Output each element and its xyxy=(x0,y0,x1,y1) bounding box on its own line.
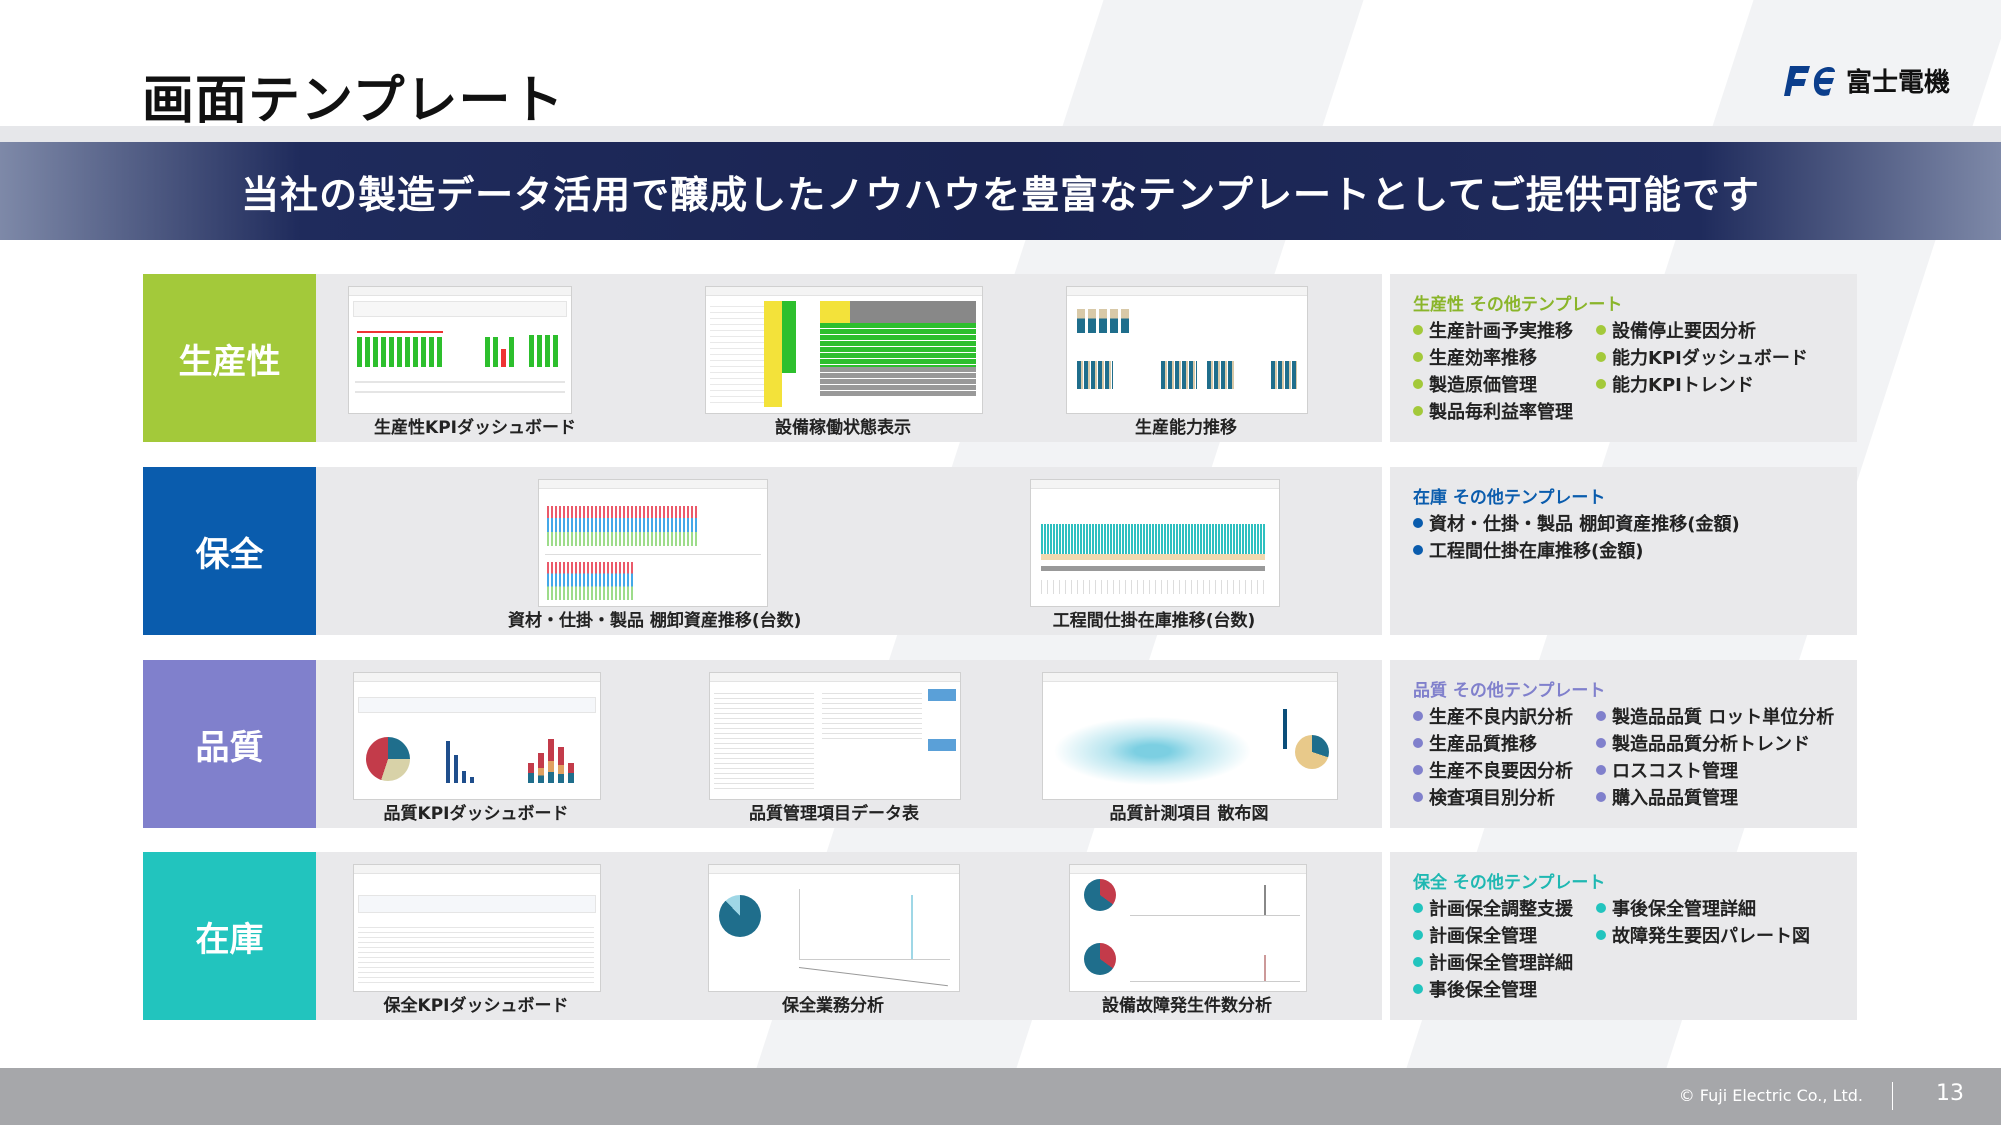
template-item[interactable]: 工程間仕掛在庫推移(金額) xyxy=(1413,538,1740,565)
template-item[interactable]: 製造原価管理 xyxy=(1413,372,1573,399)
thumbnail-failure-count[interactable] xyxy=(1069,864,1307,992)
screen-caption: 品質KPIダッシュボード xyxy=(383,804,569,824)
template-item[interactable]: 生産計画予実推移 xyxy=(1413,318,1573,345)
template-item[interactable]: 能力KPIトレンド xyxy=(1596,372,1808,399)
other-templates-list: 設備停止要因分析 能力KPIダッシュボード 能力KPIトレンド xyxy=(1596,318,1808,399)
thumbnail-inventory-count[interactable] xyxy=(538,479,768,607)
category-label: 保全 xyxy=(143,467,316,635)
headline-banner: 当社の製造データ活用で醸成したノウハウを豊富なテンプレートとしてご提供可能です xyxy=(0,142,2001,240)
logo-text: 富士電機 xyxy=(1846,68,1951,98)
screen-caption: 品質管理項目データ表 xyxy=(749,804,919,824)
template-item[interactable]: 検査項目別分析 xyxy=(1413,785,1573,812)
other-templates-panel: 保全 その他テンプレート 計画保全調整支援 計画保全管理 計画保全管理詳細 事後… xyxy=(1390,852,1857,1020)
template-item[interactable]: 設備停止要因分析 xyxy=(1596,318,1808,345)
template-item[interactable]: 製品毎利益率管理 xyxy=(1413,399,1573,426)
category-label: 品質 xyxy=(143,660,316,828)
thumbnail-production-capacity[interactable] xyxy=(1066,286,1308,414)
screen-thumbnails: 品質KPIダッシュボード 品質管理項目データ表 品質計測項目 散布図 xyxy=(316,660,1382,828)
other-templates-list: 資材・仕掛・製品 棚卸資産推移(金額) 工程間仕掛在庫推移(金額) xyxy=(1413,511,1740,565)
page-title: 画面テンプレート xyxy=(142,71,565,131)
category-label: 生産性 xyxy=(143,274,316,442)
other-templates-title: 品質 その他テンプレート xyxy=(1413,681,1606,701)
template-item[interactable]: 生産品質推移 xyxy=(1413,731,1573,758)
screen-caption: 設備故障発生件数分析 xyxy=(1102,996,1272,1016)
thumbnail-maintenance-analysis[interactable] xyxy=(708,864,960,992)
screen-caption: 保全KPIダッシュボード xyxy=(383,996,569,1016)
header-divider xyxy=(0,126,2001,144)
template-item[interactable]: 計画保全管理 xyxy=(1413,923,1573,950)
other-templates-list: 製造品品質 ロット単位分析 製造品品質分析トレンド ロスコスト管理 購入品品質管… xyxy=(1596,704,1834,812)
template-item[interactable]: 購入品品質管理 xyxy=(1596,785,1834,812)
template-item[interactable]: 製造品品質分析トレンド xyxy=(1596,731,1834,758)
other-templates-panel: 品質 その他テンプレート 生産不良内訳分析 生産品質推移 生産不良要因分析 検査… xyxy=(1390,660,1857,828)
fe-logo-icon xyxy=(1780,64,1836,98)
template-item[interactable]: 故障発生要因パレート図 xyxy=(1596,923,1810,950)
category-label: 在庫 xyxy=(143,852,316,1020)
template-item[interactable]: 事後保全管理 xyxy=(1413,977,1573,1004)
category-row-quality: 品質 品質KPIダッシュボード 品質管理項目データ表 xyxy=(143,660,1857,828)
template-item[interactable]: 計画保全管理詳細 xyxy=(1413,950,1573,977)
template-item[interactable]: 生産不良要因分析 xyxy=(1413,758,1573,785)
other-templates-panel: 生産性 その他テンプレート 生産計画予実推移 生産効率推移 製造原価管理 製品毎… xyxy=(1390,274,1857,442)
category-row-inventory: 在庫 保全KPIダッシュボード 保全業務分析 設備故障発生件数分析 保全 そ xyxy=(143,852,1857,1020)
other-templates-title: 保全 その他テンプレート xyxy=(1413,873,1606,893)
screen-caption: 品質計測項目 散布図 xyxy=(1109,804,1269,824)
thumbnail-quality-kpi[interactable] xyxy=(353,672,601,800)
page-number: 13 xyxy=(1936,1081,1964,1106)
template-item[interactable]: 計画保全調整支援 xyxy=(1413,896,1573,923)
template-item[interactable]: 生産不良内訳分析 xyxy=(1413,704,1573,731)
thumbnail-quality-scatter[interactable] xyxy=(1042,672,1338,800)
screen-caption: 資材・仕掛・製品 棚卸資産推移(台数) xyxy=(508,611,802,631)
template-item[interactable]: 能力KPIダッシュボード xyxy=(1596,345,1808,372)
screen-caption: 工程間仕掛在庫推移(台数) xyxy=(1052,611,1256,631)
thumbnail-maintenance-kpi[interactable] xyxy=(353,864,601,992)
template-item[interactable]: 製造品品質 ロット単位分析 xyxy=(1596,704,1834,731)
thumbnail-equipment-status[interactable] xyxy=(705,286,983,414)
copyright-text: © Fuji Electric Co., Ltd. xyxy=(1678,1086,1863,1105)
other-templates-title: 在庫 その他テンプレート xyxy=(1413,488,1606,508)
other-templates-list: 事後保全管理詳細 故障発生要因パレート図 xyxy=(1596,896,1810,950)
other-templates-list: 生産計画予実推移 生産効率推移 製造原価管理 製品毎利益率管理 xyxy=(1413,318,1573,426)
template-item[interactable]: 資材・仕掛・製品 棚卸資産推移(金額) xyxy=(1413,511,1740,538)
other-templates-title: 生産性 その他テンプレート xyxy=(1413,295,1623,315)
screen-thumbnails: 生産性KPIダッシュボード 設備稼働状態表示 生産能力推移 xyxy=(316,274,1382,442)
screen-caption: 設備稼働状態表示 xyxy=(775,418,911,438)
template-item[interactable]: 生産効率推移 xyxy=(1413,345,1573,372)
template-item[interactable]: 事後保全管理詳細 xyxy=(1596,896,1810,923)
screen-caption: 保全業務分析 xyxy=(782,996,884,1016)
company-logo: 富士電機 xyxy=(1780,62,1950,99)
screen-caption: 生産能力推移 xyxy=(1135,418,1237,438)
thumbnail-wip-inventory[interactable] xyxy=(1030,479,1280,607)
screen-caption: 生産性KPIダッシュボード xyxy=(374,418,576,438)
screen-thumbnails: 保全KPIダッシュボード 保全業務分析 設備故障発生件数分析 xyxy=(316,852,1382,1020)
thumbnail-productivity-kpi[interactable] xyxy=(348,286,572,414)
other-templates-list: 生産不良内訳分析 生産品質推移 生産不良要因分析 検査項目別分析 xyxy=(1413,704,1573,812)
category-row-productivity: 生産性 生産性KPIダッシュボード xyxy=(143,274,1857,442)
banner-text: 当社の製造データ活用で醸成したノウハウを豊富なテンプレートとしてご提供可能です xyxy=(241,172,1760,217)
thumbnail-quality-data-table[interactable] xyxy=(709,672,961,800)
template-item[interactable]: ロスコスト管理 xyxy=(1596,758,1834,785)
category-row-maintenance: 保全 資材・仕掛・製品 棚卸資産推移(台数) 工程間仕掛在庫推移(台数) 在庫 … xyxy=(143,467,1857,635)
screen-thumbnails: 資材・仕掛・製品 棚卸資産推移(台数) 工程間仕掛在庫推移(台数) xyxy=(316,467,1382,635)
other-templates-panel: 在庫 その他テンプレート 資材・仕掛・製品 棚卸資産推移(金額) 工程間仕掛在庫… xyxy=(1390,467,1857,635)
footer-bar: © Fuji Electric Co., Ltd. 13 xyxy=(0,1068,2001,1125)
other-templates-list: 計画保全調整支援 計画保全管理 計画保全管理詳細 事後保全管理 xyxy=(1413,896,1573,1004)
footer-divider xyxy=(1892,1082,1893,1110)
